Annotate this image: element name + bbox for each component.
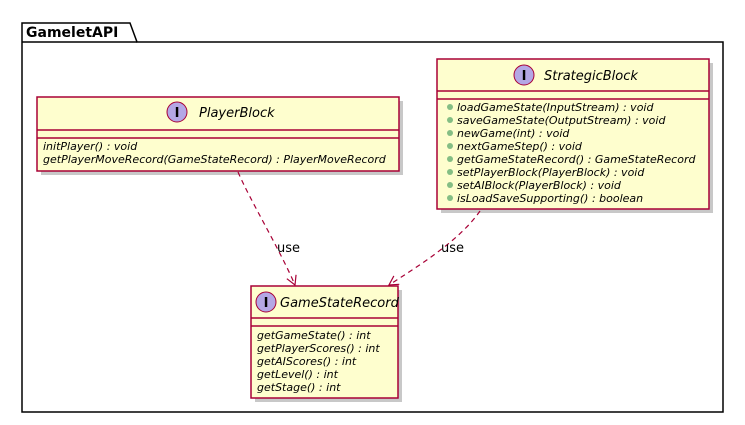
relation-label: use <box>277 241 300 256</box>
relation-playerblock-use-gamestaterecord: use <box>237 171 300 287</box>
dependency-arrow <box>387 210 481 286</box>
class-box <box>436 58 710 210</box>
interface-icon <box>166 101 188 123</box>
method-item: loadGameState(InputStream) : void <box>457 101 654 114</box>
method-item: getAIScores() : int <box>257 355 357 368</box>
svg-text:I: I <box>264 296 269 311</box>
method-item: getPlayerScores() : int <box>257 342 380 355</box>
method-item: initPlayer() : void <box>43 140 138 153</box>
public-marker <box>447 104 453 110</box>
class-name: PlayerBlock <box>199 106 275 121</box>
method-item: newGame(int) : void <box>457 127 570 140</box>
public-marker <box>447 156 453 162</box>
method-item: isLoadSaveSupporting() : boolean <box>457 192 643 205</box>
method-item: getGameStateRecord() : GameStateRecord <box>457 153 696 166</box>
package-title: GameletAPI <box>26 25 118 41</box>
public-marker <box>447 143 453 149</box>
relation-label: use <box>441 241 464 256</box>
svg-text:I: I <box>522 69 527 84</box>
public-marker <box>447 130 453 136</box>
public-marker <box>447 182 453 188</box>
class-name: StrategicBlock <box>544 69 638 84</box>
class-strategicblock: I StrategicBlock loadGameState(InputStre… <box>436 58 713 213</box>
method-item: getGameState() : int <box>257 329 371 342</box>
class-name: GameStateRecord <box>280 296 400 311</box>
public-marker <box>447 169 453 175</box>
relation-strategicblock-use-gamestaterecord: use <box>387 210 481 286</box>
method-item: saveGameState(OutputStream) : void <box>457 114 666 127</box>
public-marker <box>447 195 453 201</box>
dependency-arrow <box>237 171 297 287</box>
svg-text:I: I <box>175 106 180 121</box>
interface-icon <box>513 64 535 86</box>
class-box <box>36 96 400 172</box>
method-item: getLevel() : int <box>257 368 339 381</box>
public-marker <box>447 117 453 123</box>
method-item: getStage() : int <box>257 381 341 394</box>
method-item: nextGameStep() : void <box>457 140 583 153</box>
method-item: setAIBlock(PlayerBlock) : void <box>457 179 622 192</box>
class-playerblock: I PlayerBlock initPlayer() : void getPla… <box>36 96 403 175</box>
method-item: getPlayerMoveRecord(GameStateRecord) : P… <box>43 153 387 166</box>
interface-icon <box>255 291 277 313</box>
class-gamestaterecord: I GameStateRecord getGameState() : int g… <box>250 285 402 402</box>
method-item: setPlayerBlock(PlayerBlock) : void <box>457 166 645 179</box>
method-list: loadGameState(InputStream) : void saveGa… <box>447 101 696 205</box>
